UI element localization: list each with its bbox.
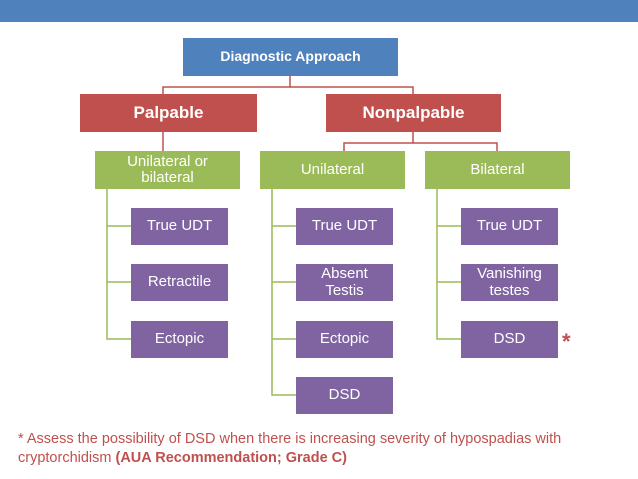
bilateral-vanishing-testes-node: Vanishing testes: [461, 264, 558, 301]
unilateral-ectopic-node: Ectopic: [296, 321, 393, 358]
footnote-recommendation: (AUA Recommendation; Grade C): [115, 449, 347, 466]
footnote-text: * Assess the possibility of DSD when the…: [18, 431, 562, 466]
nonpalpable-node: Nonpalpable: [326, 94, 501, 132]
footnote: * Assess the possibility of DSD when the…: [18, 430, 618, 468]
palpable-retractile-node: Retractile: [131, 264, 228, 301]
unilateral-dsd-node: DSD: [296, 377, 393, 414]
bilateral-dsd-node: DSD: [461, 321, 558, 358]
dsd-asterisk: *: [562, 329, 571, 354]
palpable-node: Palpable: [80, 94, 257, 132]
unilateral-node: Unilateral: [260, 151, 405, 189]
palpable-ectopic-node: Ectopic: [131, 321, 228, 358]
diagnostic-approach-node: Diagnostic Approach: [183, 38, 398, 76]
bilateral-true-udt-node: True UDT: [461, 208, 558, 245]
unilateral-absent-testis-node: Absent Testis: [296, 264, 393, 301]
palpable-true-udt-node: True UDT: [131, 208, 228, 245]
unilateral-true-udt-node: True UDT: [296, 208, 393, 245]
bilateral-node: Bilateral: [425, 151, 570, 189]
unilateral-or-bilateral-node: Unilateral or bilateral: [95, 151, 240, 189]
top-banner: [0, 0, 638, 22]
